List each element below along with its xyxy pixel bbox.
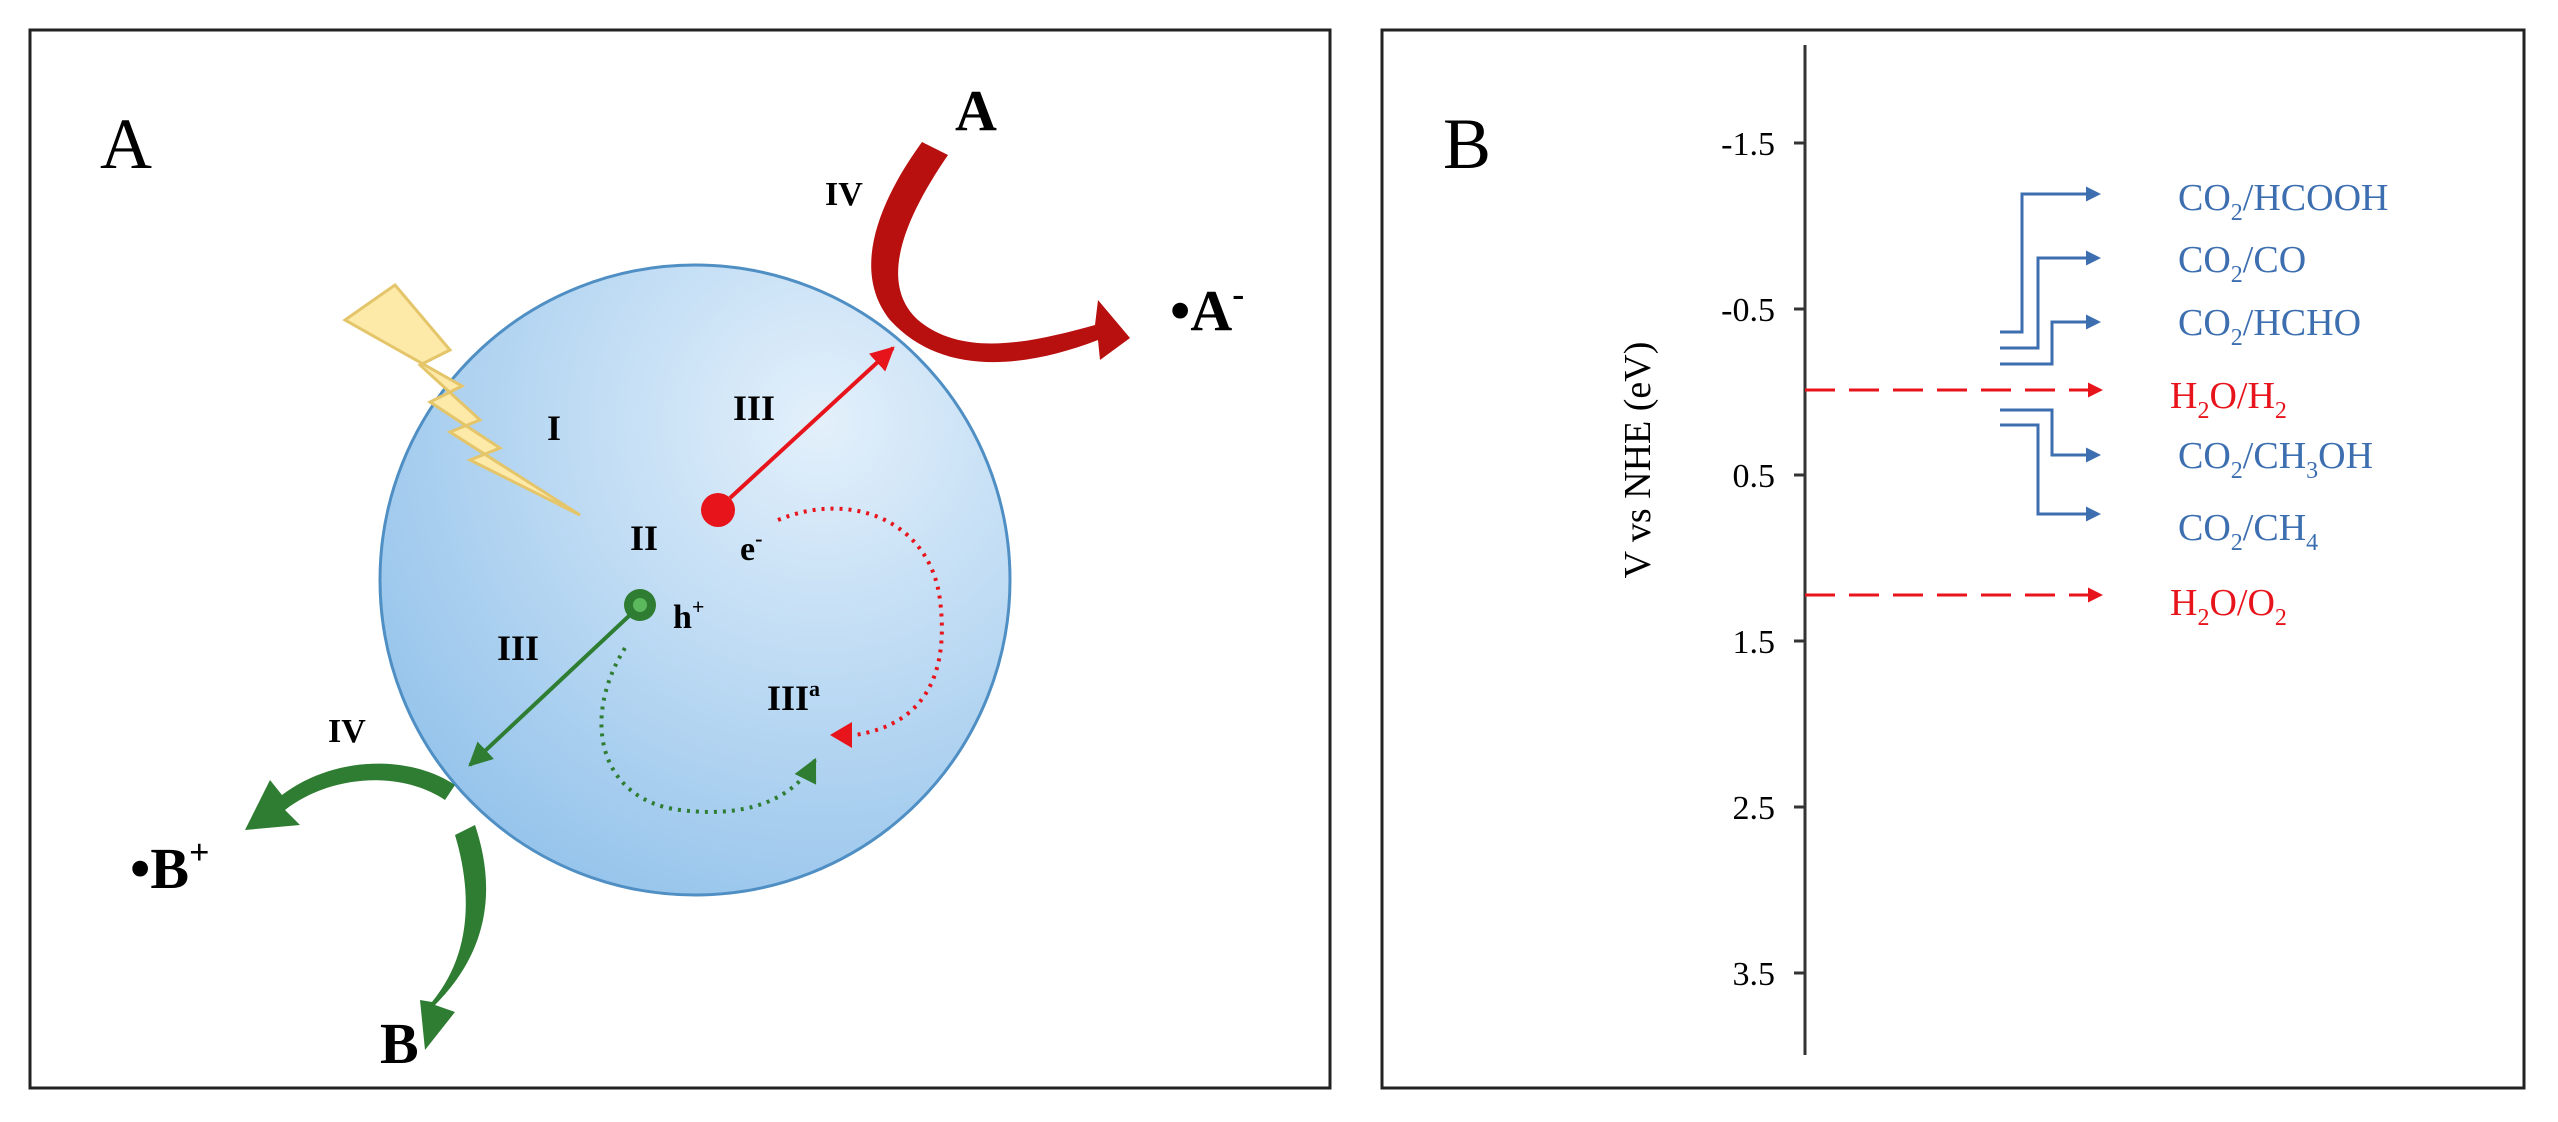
donor-cation-label: •B+ [130, 832, 210, 901]
hole-migration-arrow [468, 613, 632, 767]
reaction-label: H2O/H2 [2170, 375, 2287, 424]
donor-oxidation-arrow [420, 825, 487, 1050]
axis-tick-label: -0.5 [1721, 292, 1775, 329]
reaction-label: CO2/HCOOH [2178, 177, 2388, 226]
panel-b-letter: B [1443, 104, 1491, 184]
co2-reduction-arrows-upper [2000, 186, 2101, 366]
axis-label: V vs NHE (eV) [1617, 342, 1659, 579]
step-label-i: I [547, 408, 561, 448]
step-label-iii-electron: III [733, 388, 775, 428]
reaction-label: CO2/CH3OH [2178, 435, 2373, 484]
donor-oxidation-arrow-upper [245, 763, 455, 830]
axis-tick-label: 1.5 [1733, 624, 1776, 661]
reaction-label: CO2/CO [2178, 239, 2306, 288]
acceptor-reduction-arrow [871, 142, 1130, 363]
acceptor-label: A [955, 78, 997, 143]
co2-reduction-arrows-lower [2000, 408, 2101, 522]
electron-migration-arrow [728, 346, 895, 500]
step-label-iv-bottom: IV [328, 713, 366, 750]
axis-ticks: -1.5 -0.5 0.5 1.5 2.5 3.5 [1721, 126, 1805, 993]
light-bolt-icon [342, 282, 581, 517]
electron-label: e- [740, 526, 762, 568]
panel-a-letter: A [100, 104, 152, 184]
electron-dot [701, 493, 735, 527]
axis-tick-label: 3.5 [1733, 956, 1776, 993]
hole-label: h+ [673, 594, 704, 636]
reaction-label: CO2/CH4 [2178, 507, 2318, 556]
axis-tick-label: 2.5 [1733, 790, 1776, 827]
photocatalyst-particle [378, 263, 1012, 897]
axis-tick-label: -1.5 [1721, 126, 1775, 163]
hole-recombination-path [599, 646, 817, 814]
reaction-label: H2O/O2 [2170, 582, 2287, 631]
reaction-label: CO2/HCHO [2178, 302, 2361, 351]
acceptor-anion-label: •A- [1170, 274, 1244, 343]
step-label-iiia: IIIa [767, 676, 820, 718]
hole-dot-inner [633, 598, 647, 612]
step-label-iv-top: IV [825, 176, 863, 213]
panel-b-frame [1380, 28, 2526, 1090]
donor-label: B [380, 1011, 419, 1076]
step-label-ii: II [630, 518, 658, 558]
recombination-point-icon [830, 722, 852, 748]
axis-tick-label: 0.5 [1733, 458, 1776, 495]
step-label-iii-hole: III [497, 628, 539, 668]
panel-a-frame [28, 28, 1332, 1090]
